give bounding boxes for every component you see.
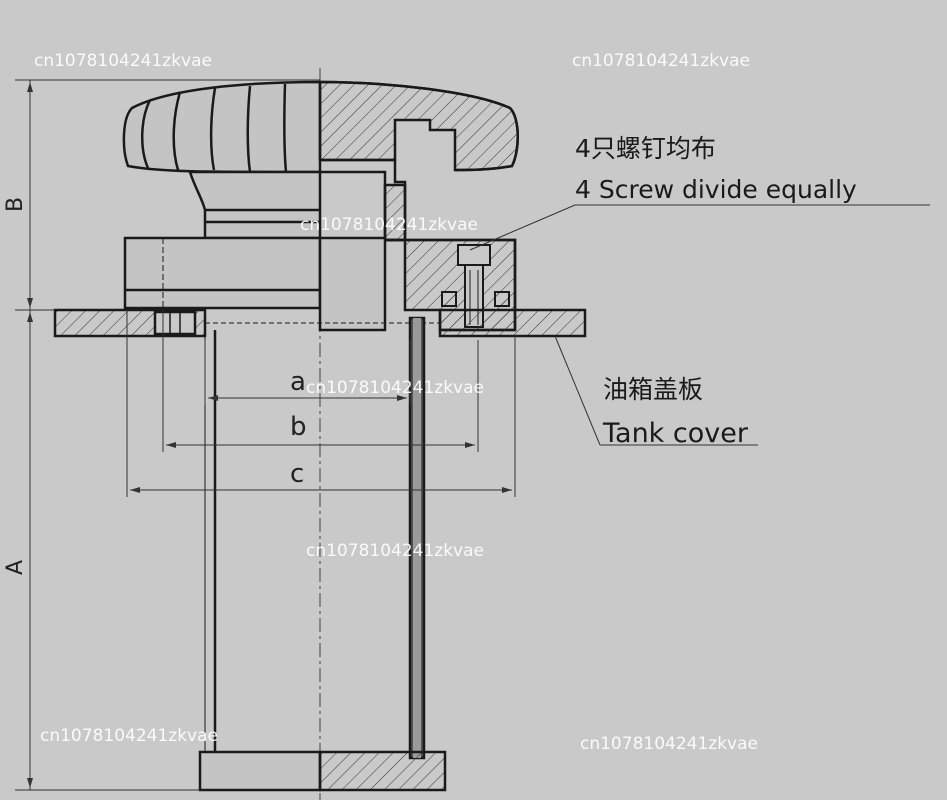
watermark: cn1078104241zkvae — [34, 51, 212, 71]
dim-label-b: b — [290, 412, 307, 442]
watermark: cn1078104241zkvae — [306, 378, 484, 398]
dim-label-B: B — [3, 197, 28, 212]
watermark: cn1078104241zkvae — [572, 51, 750, 71]
dim-label-a: a — [290, 367, 306, 397]
dimension-arrows — [27, 82, 512, 788]
dim-label-A: A — [3, 560, 28, 575]
knob — [122, 80, 520, 174]
note-screws-en: 4 Screw divide equally — [575, 175, 857, 204]
note-tank-en: Tank cover — [602, 418, 749, 449]
filter-body — [123, 236, 517, 332]
knob-neck — [188, 158, 407, 242]
dimension-lines — [15, 79, 516, 791]
leader-lines — [469, 204, 930, 446]
dim-label-c: c — [290, 459, 304, 489]
note-tank-cn: 油箱盖板 — [603, 375, 703, 404]
watermark: cn1078104241zkvae — [580, 734, 758, 754]
screw — [441, 244, 510, 328]
watermark: cn1078104241zkvae — [300, 215, 478, 235]
watermark: cn1078104241zkvae — [40, 726, 218, 746]
bottom-cap — [198, 750, 447, 792]
note-screws-cn: 4只螺钉均布 — [575, 134, 716, 163]
watermark: cn1078104241zkvae — [306, 541, 484, 561]
tank-cover-plate — [53, 308, 587, 338]
